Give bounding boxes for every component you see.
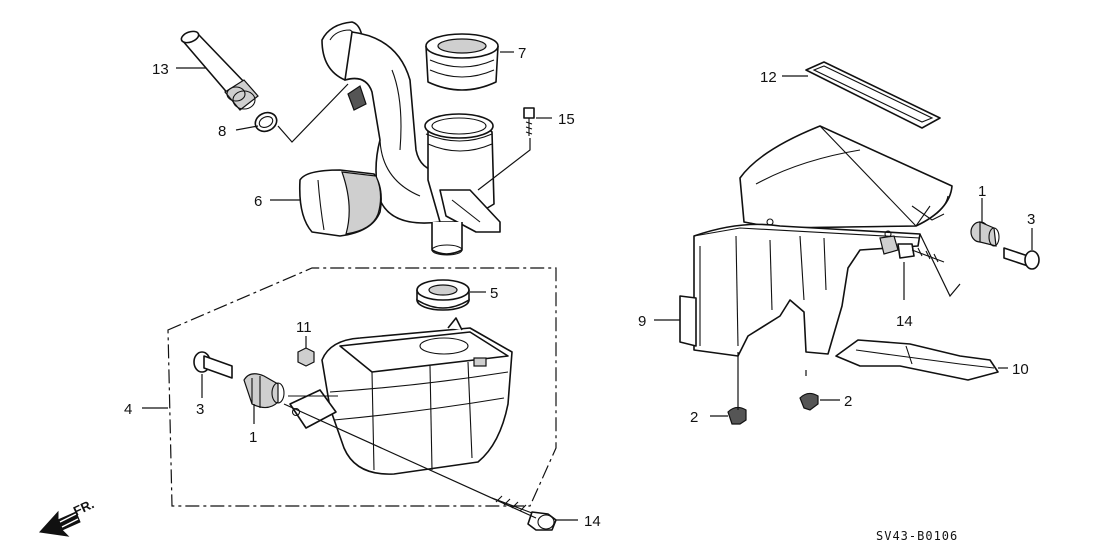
callout-5: 5 [490, 285, 498, 302]
part-1-left-mount [243, 373, 285, 409]
callout-11: 11 [296, 319, 312, 336]
callout-6: 6 [254, 193, 262, 210]
callout-3-left: 3 [196, 401, 204, 418]
callout-12: 12 [760, 69, 777, 86]
callout-14-bottom: 14 [584, 513, 601, 530]
callout-2-right: 2 [844, 393, 852, 410]
diagram-code: SV43-B0106 [876, 529, 958, 543]
callout-13: 13 [152, 61, 169, 78]
part-3-left-collar [193, 351, 233, 379]
part-15-bolt [523, 107, 535, 136]
part-3-right-collar [1003, 247, 1040, 270]
part-11-nut [297, 347, 315, 367]
leader-lines [142, 51, 1033, 521]
part-2-right-clip [799, 392, 819, 411]
callout-4: 4 [124, 401, 132, 418]
part-4-air-cleaner-case [288, 317, 513, 475]
part-13-inlet-tube [180, 30, 259, 111]
part-14-right-bolt [879, 235, 945, 263]
callout-14-right: 14 [896, 313, 913, 330]
part-5-grommet [416, 279, 470, 311]
callout-15: 15 [558, 111, 575, 128]
callout-8: 8 [218, 123, 226, 140]
callout-10: 10 [1012, 361, 1029, 378]
callout-7: 7 [518, 45, 526, 62]
callout-3-right: 3 [1027, 211, 1035, 228]
direction-label: FR. [71, 496, 96, 518]
callout-2-left: 2 [690, 409, 698, 426]
part-9-cover [679, 125, 953, 357]
callout-9: 9 [638, 313, 646, 330]
part-12-gasket [805, 61, 941, 129]
part-6-intake-duct [298, 21, 501, 256]
part-10-bracket [835, 339, 999, 381]
part-7-seal-ring [425, 33, 499, 91]
part-8-o-ring [254, 111, 278, 133]
part-1-right-mount [970, 221, 1000, 247]
front-direction-arrow-icon [39, 510, 81, 537]
callout-1-left: 1 [249, 429, 257, 446]
part-14-bottom-bolt [491, 495, 557, 531]
part-2-left-clip [727, 406, 747, 425]
callout-1-right: 1 [978, 183, 986, 200]
case-group-outline [167, 267, 557, 507]
